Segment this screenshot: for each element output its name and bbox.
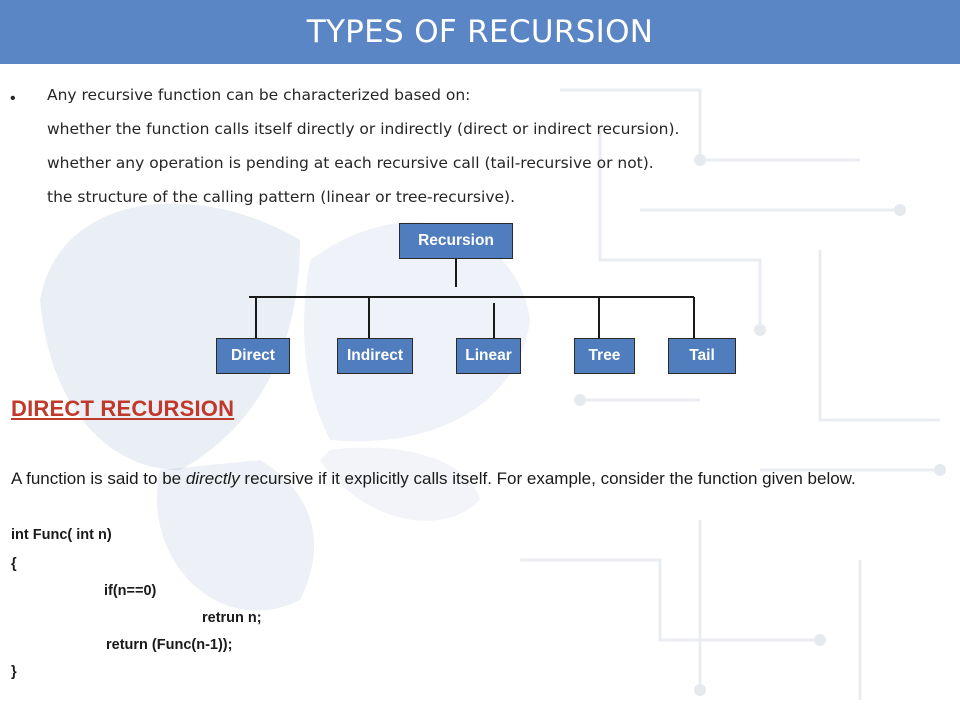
code-line: return (Func(n-1)); xyxy=(106,637,233,653)
butterfly-decoration xyxy=(40,203,530,611)
tree-node-tree: Tree xyxy=(574,338,635,374)
paragraph-emphasis: directly xyxy=(185,469,240,488)
tree-node-linear: Linear xyxy=(456,338,521,374)
description-paragraph: A function is said to be directly recurs… xyxy=(11,463,956,494)
code-line: { xyxy=(11,556,17,572)
section-heading: DIRECT RECURSION xyxy=(11,396,235,421)
code-line: if(n==0) xyxy=(104,583,157,599)
code-line: int Func( int n) xyxy=(11,527,112,543)
bullet-line: Any recursive function can be characteri… xyxy=(47,86,471,104)
tree-node-tail: Tail xyxy=(668,338,736,374)
code-line: retrun n; xyxy=(202,610,262,626)
bullet-line: whether any operation is pending at each… xyxy=(47,154,654,172)
tree-node-direct: Direct xyxy=(216,338,290,374)
bullet-line: the structure of the calling pattern (li… xyxy=(47,188,515,206)
code-line: } xyxy=(11,664,17,680)
paragraph-text-end: recursive if it explicitly calls itself.… xyxy=(239,469,856,488)
bullet-line: whether the function calls itself direct… xyxy=(47,120,680,138)
title-bar: TYPES OF RECURSION xyxy=(0,0,960,64)
page-title: TYPES OF RECURSION xyxy=(306,14,654,50)
paragraph-text-start: A function is said to be xyxy=(11,469,186,488)
tree-node-root: Recursion xyxy=(399,223,513,259)
bullet-dot: • xyxy=(10,90,16,107)
tree-node-indirect: Indirect xyxy=(337,338,413,374)
